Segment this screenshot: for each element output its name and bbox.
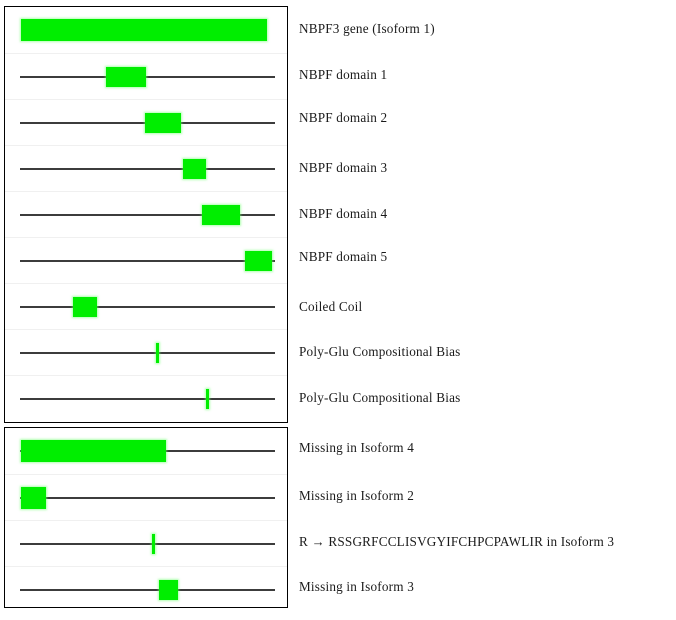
label-coiled-coil: Coiled Coil [299, 299, 363, 314]
backbone-line [20, 496, 275, 499]
label-nbpf-domain-5: NBPF domain 5 [299, 249, 388, 264]
feature-poly-glu-1[interactable] [155, 342, 159, 363]
label-nbpf-domain-4: NBPF domain 4 [299, 206, 388, 221]
label-nbpf-domain-1: NBPF domain 1 [299, 67, 388, 82]
track-row-missing-isoform-2[interactable] [5, 474, 287, 520]
track-row-missing-isoform-3[interactable] [5, 566, 287, 612]
track-row-substitution-isoform-3[interactable] [5, 520, 287, 566]
track-row-nbpf-domain-2[interactable] [5, 99, 287, 145]
track-row-nbpf-domain-5[interactable] [5, 237, 287, 283]
feature-poly-glu-2[interactable] [206, 388, 210, 409]
backbone-line [20, 213, 275, 216]
backbone-line [20, 588, 275, 591]
backbone-line [20, 167, 275, 170]
feature-coiled-coil[interactable] [72, 296, 97, 317]
isoform-variation-panel [4, 427, 288, 608]
track-row-isoform1[interactable] [5, 7, 287, 53]
label-poly-glu-2: Poly-Glu Compositional Bias [299, 390, 461, 405]
feature-missing-isoform-3[interactable] [158, 579, 179, 600]
label-nbpf-domain-3: NBPF domain 3 [299, 160, 388, 175]
track-row-nbpf-domain-4[interactable] [5, 191, 287, 237]
label-substitution-isoform-3: R → RSSGRFCCLISVGYIFCHPCPAWLIR in Isofor… [299, 534, 615, 549]
backbone-line [20, 259, 275, 262]
canonical-feature-panel [4, 6, 288, 423]
backbone-line [20, 542, 275, 545]
backbone-line [20, 351, 275, 354]
feature-nbpf-domain-3[interactable] [182, 158, 207, 179]
label-isoform1: NBPF3 gene (Isoform 1) [299, 21, 435, 36]
feature-nbpf-domain-2[interactable] [144, 112, 181, 133]
label-missing-isoform-3: Missing in Isoform 3 [299, 579, 414, 594]
backbone-line [20, 305, 275, 308]
backbone-line [20, 397, 275, 400]
feature-substitution-isoform-3[interactable] [151, 533, 155, 554]
track-row-poly-glu-1[interactable] [5, 329, 287, 375]
track-row-nbpf-domain-1[interactable] [5, 53, 287, 99]
track-row-nbpf-domain-3[interactable] [5, 145, 287, 191]
feature-nbpf-domain-4[interactable] [201, 204, 241, 225]
track-row-coiled-coil[interactable] [5, 283, 287, 329]
feature-nbpf-domain-5[interactable] [244, 250, 272, 271]
feature-missing-isoform-4[interactable] [20, 440, 166, 462]
label-nbpf-domain-2: NBPF domain 2 [299, 110, 388, 125]
label-missing-isoform-2: Missing in Isoform 2 [299, 488, 414, 503]
label-poly-glu-1: Poly-Glu Compositional Bias [299, 344, 461, 359]
feature-nbpf-domain-1[interactable] [105, 66, 146, 87]
feature-missing-isoform-2[interactable] [21, 486, 47, 509]
label-missing-isoform-4: Missing in Isoform 4 [299, 440, 414, 455]
track-row-missing-isoform-4[interactable] [5, 428, 287, 474]
track-row-poly-glu-2[interactable] [5, 375, 287, 421]
backbone-line [20, 75, 275, 78]
feature-gene-bar[interactable] [20, 19, 268, 41]
